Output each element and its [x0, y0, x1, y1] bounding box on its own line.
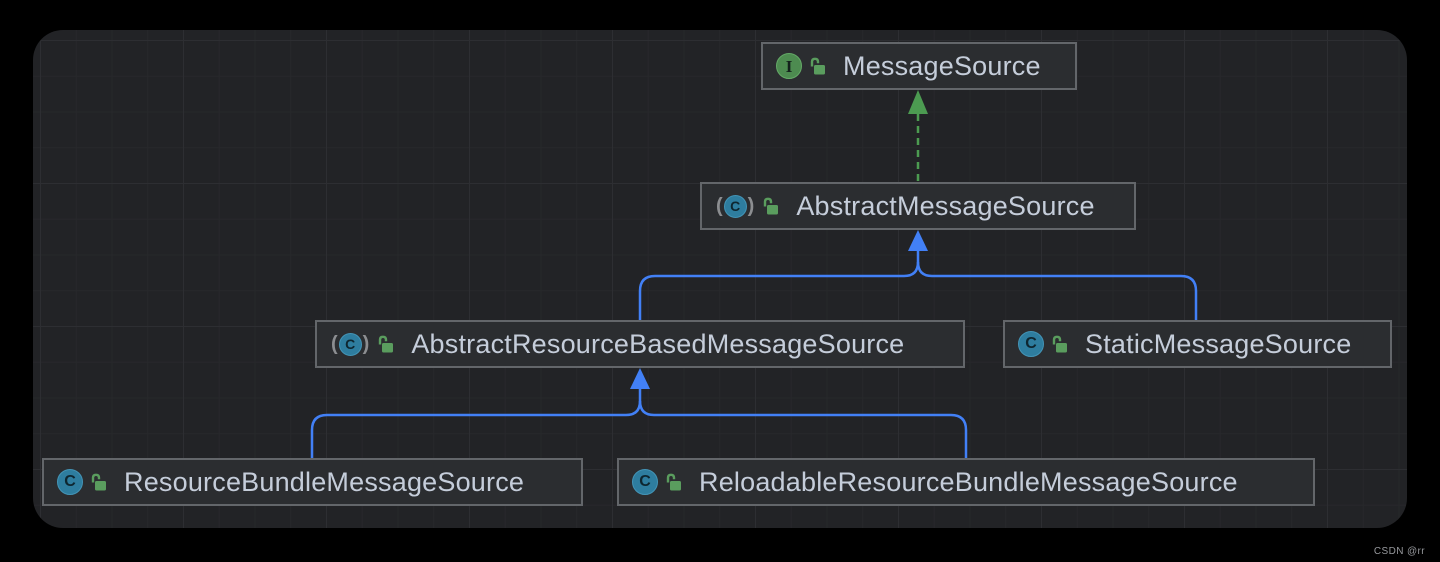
arrowhead-extends: [908, 230, 928, 251]
edge-extends-to-abstractresourcebasedmessagesource: [310, 368, 968, 458]
node-label: ResourceBundleMessageSource: [124, 466, 525, 497]
edge-extends-to-abstractmessagesource: [638, 230, 1198, 320]
class-icon-letter: C: [639, 473, 651, 490]
abstract-class-icon: ( C ): [715, 194, 755, 218]
class-node-abstractmessagesource[interactable]: ( C ) AbstractMessageSource: [700, 182, 1136, 230]
class-icon-letter: C: [64, 473, 76, 490]
class-node-abstractresourcebasedmessagesource[interactable]: ( C ) AbstractResourceBasedMessageSource: [315, 320, 965, 368]
node-label: StaticMessageSource: [1085, 328, 1352, 359]
unlocked-padlock-icon: [665, 473, 682, 491]
edge-layer: MessageSource (green dashed) --> Abstrac…: [310, 90, 1198, 458]
class-icon: C: [632, 469, 658, 495]
unlocked-padlock-icon: [90, 473, 107, 491]
class-node-reloadableresourcebundlemessagesource[interactable]: C ReloadableResourceBundleMessageSource: [617, 458, 1315, 506]
abstract-paren-close: ): [362, 333, 370, 355]
node-label: MessageSource: [843, 50, 1041, 81]
node-label: AbstractMessageSource: [796, 190, 1095, 221]
unlocked-padlock-icon: [1051, 335, 1068, 353]
abstract-paren-close: ): [747, 195, 755, 217]
arrowhead-implements: [908, 90, 928, 114]
class-icon: C: [1018, 331, 1044, 357]
edge-implements-messagesource: [908, 90, 928, 182]
interface-icon-letter: I: [785, 56, 793, 76]
unlocked-padlock-icon: [762, 197, 779, 215]
unlocked-padlock-icon: [377, 335, 394, 353]
arrowhead-extends: [630, 368, 650, 389]
class-icon: C: [57, 469, 83, 495]
class-icon-letter: C: [345, 336, 356, 352]
node-label: ReloadableResourceBundleMessageSource: [699, 466, 1238, 497]
class-icon-letter: C: [730, 198, 741, 214]
csdn-watermark: CSDN @rr: [1373, 546, 1425, 557]
abstract-class-icon: ( C ): [330, 332, 370, 356]
interface-icon: I: [776, 53, 802, 79]
class-node-staticmessagesource[interactable]: C StaticMessageSource: [1003, 320, 1392, 368]
diagram-canvas[interactable]: MessageSource (green dashed) --> Abstrac…: [33, 30, 1407, 528]
abstract-paren-open: (: [716, 195, 723, 217]
class-icon-letter: C: [1025, 335, 1037, 352]
node-label: AbstractResourceBasedMessageSource: [411, 328, 905, 359]
class-node-resourcebundlemessagesource[interactable]: C ResourceBundleMessageSource: [42, 458, 583, 506]
class-node-messagesource[interactable]: I MessageSource: [761, 42, 1077, 90]
unlocked-padlock-icon: [809, 57, 826, 75]
abstract-paren-open: (: [331, 333, 338, 355]
